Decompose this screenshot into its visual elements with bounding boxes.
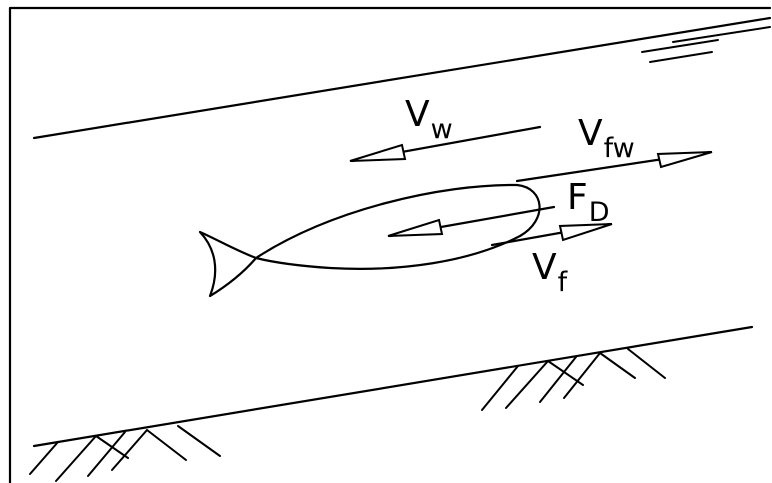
channel-bed-line xyxy=(32,325,754,448)
label-fd: FD xyxy=(567,177,610,227)
water-surface-line xyxy=(32,16,772,140)
label-vf-sub: f xyxy=(557,267,568,298)
fish-tail xyxy=(198,230,258,298)
vfw-arrowhead xyxy=(656,151,713,169)
frame-border xyxy=(8,6,772,483)
label-vf-main: V xyxy=(532,247,557,288)
fish-body xyxy=(254,183,541,270)
label-vfw-sub: fw xyxy=(603,133,635,164)
label-vf: Vf xyxy=(532,247,567,297)
label-fd-sub: D xyxy=(588,197,610,228)
label-vw-sub: w xyxy=(430,114,453,145)
label-vfw-main: V xyxy=(578,113,603,154)
label-fd-main: F xyxy=(567,177,588,218)
water-surface-marks xyxy=(641,26,771,63)
label-vw: Vw xyxy=(405,94,453,144)
vw-arrowhead xyxy=(349,143,407,162)
bed-hatching-left xyxy=(29,425,221,482)
fd-arrowhead xyxy=(387,218,444,237)
label-vw-main: V xyxy=(405,94,430,135)
label-vfw: Vfw xyxy=(578,113,635,163)
vf-arrowhead xyxy=(558,223,613,242)
bed-hatching-right xyxy=(481,348,666,411)
